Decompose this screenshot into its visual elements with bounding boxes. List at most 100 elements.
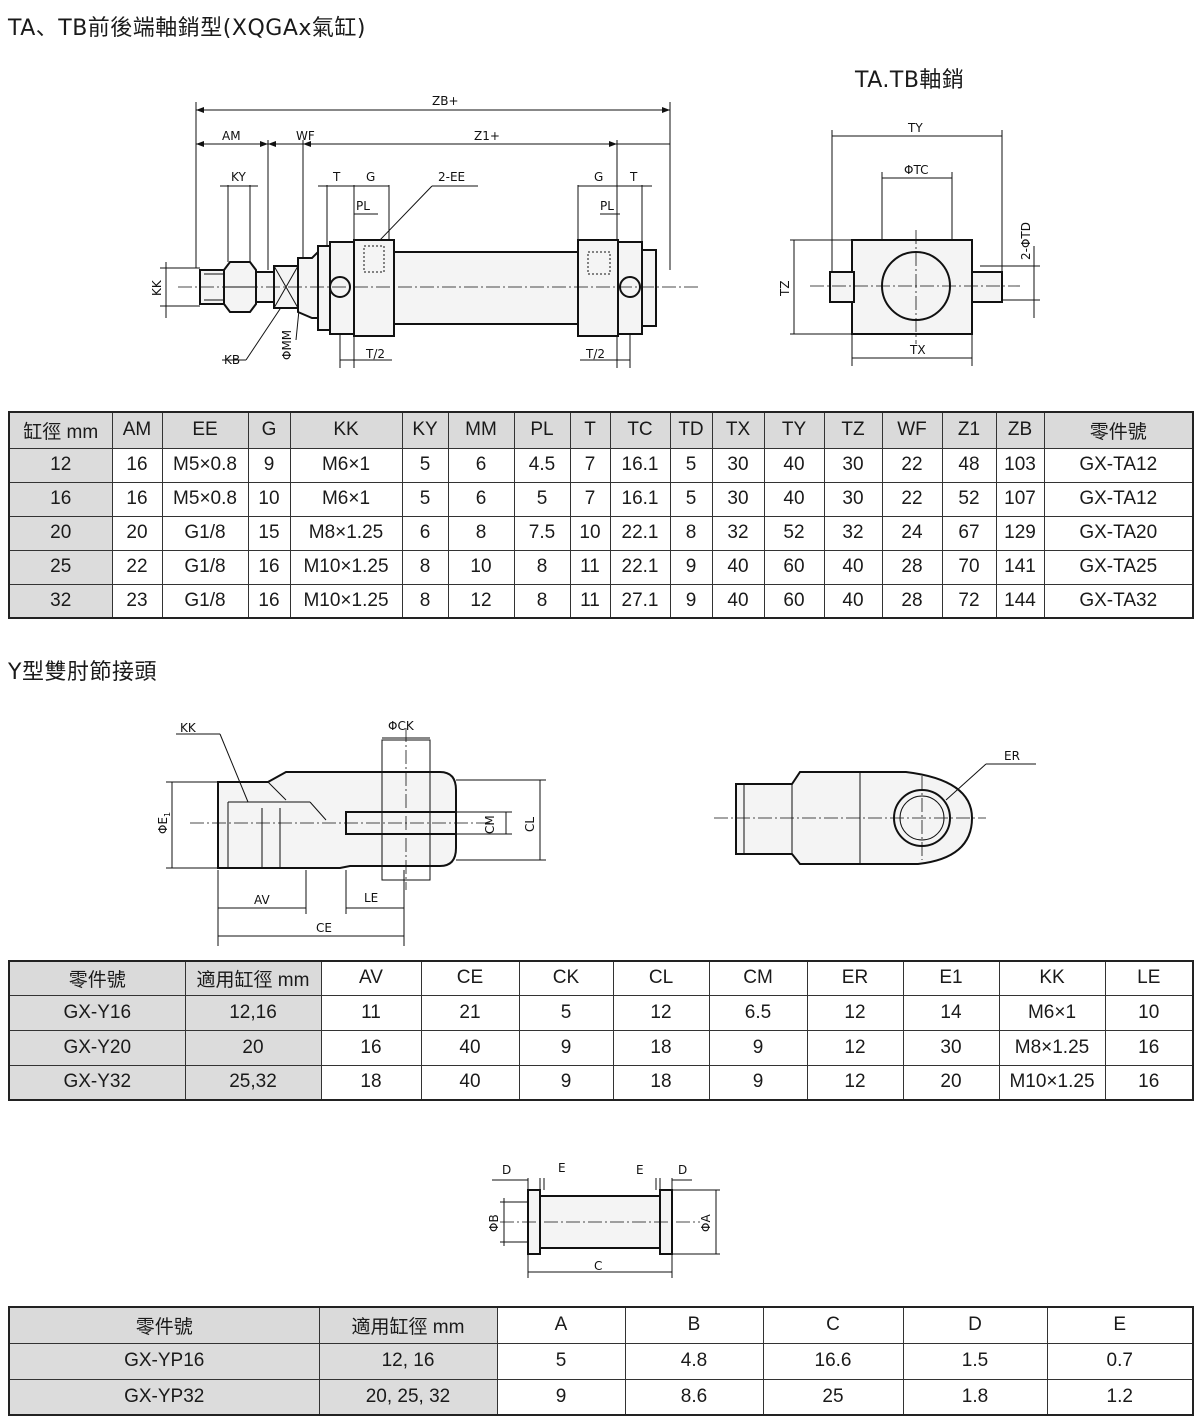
- dim-wf: WF: [296, 129, 315, 143]
- table-cell: 144: [995, 583, 1045, 619]
- pin-yp-drawing: D E E D ΦB ΦA C: [487, 1161, 720, 1278]
- table-cell: 7: [569, 447, 611, 483]
- table-header: C: [762, 1306, 904, 1344]
- table-cell: 27.1: [609, 583, 671, 619]
- table-cell: M8×1.25: [998, 1029, 1106, 1066]
- dim-kk-y: KK: [180, 721, 197, 735]
- table-header: 零件號: [1043, 411, 1194, 449]
- table-cell: 11: [569, 549, 611, 585]
- dim-pl-rear: PL: [600, 199, 614, 213]
- table-cell: 21: [420, 994, 520, 1031]
- table-cell: M10×1.25: [998, 1064, 1106, 1101]
- table-cell: 52: [763, 515, 825, 551]
- table-cell: 40: [420, 1029, 520, 1066]
- table-header: CL: [612, 960, 710, 996]
- table-header: ER: [806, 960, 904, 996]
- table-cell: 12: [447, 583, 515, 619]
- table-header: 適用缸徑 mm: [318, 1306, 498, 1344]
- table-header: CM: [708, 960, 808, 996]
- dim-d-left: D: [502, 1163, 511, 1177]
- table-cell: 103: [995, 447, 1045, 483]
- table-cell: 16: [247, 583, 291, 619]
- dim-g-front: G: [366, 170, 375, 184]
- table-cell: 9: [247, 447, 291, 483]
- dim-e-left: E: [558, 1161, 566, 1175]
- ta-tb-spec-table: 缸徑 mm AM EE G KK KY MM PL T TC TD TX TY …: [8, 411, 1194, 619]
- table-header: ZB: [995, 411, 1045, 449]
- table-cell: 1.5: [902, 1342, 1048, 1380]
- pin-title: TA.TB軸銷: [855, 68, 965, 93]
- table-cell: M8×1.25: [289, 515, 403, 551]
- table-header: TZ: [823, 411, 883, 449]
- table-cell: 16: [1104, 1064, 1194, 1101]
- table-cell: 18: [320, 1064, 422, 1101]
- table-cell: 15: [247, 515, 291, 551]
- table-cell: M5×0.8: [161, 481, 249, 517]
- table-header: G: [247, 411, 291, 449]
- dim-t2-front: T/2: [365, 347, 385, 361]
- table-cell: 10: [569, 515, 611, 551]
- table-header: D: [902, 1306, 1048, 1344]
- dim-ky: KY: [231, 170, 246, 184]
- table-header: A: [496, 1306, 626, 1344]
- table-cell: 9: [708, 1064, 808, 1101]
- pin-yp-spec-table: 零件號 適用缸徑 mm A B C D E GX-YP16 12, 16 5 4…: [8, 1306, 1194, 1416]
- table-cell: 28: [881, 583, 943, 619]
- table-cell: 141: [995, 549, 1045, 585]
- table-cell: 24: [881, 515, 943, 551]
- table-cell: 25: [762, 1378, 904, 1416]
- table-header: AV: [320, 960, 422, 996]
- y-joint-top-drawing: ER: [714, 749, 1036, 865]
- table-cell: 1.2: [1046, 1378, 1194, 1416]
- table-cell: 107: [995, 481, 1045, 517]
- dim-a: ΦA: [699, 1214, 713, 1232]
- table-row: 32 23 G1/8 16 M10×1.25 8 12 8 11 27.1 9 …: [8, 583, 1194, 619]
- table-header: KK: [998, 960, 1106, 996]
- table-cell: 5: [669, 447, 713, 483]
- dim-am: AM: [222, 129, 241, 143]
- table-cell: 5: [401, 481, 449, 517]
- table-cell: 9: [496, 1378, 626, 1416]
- dim-c: C: [594, 1259, 602, 1273]
- dim-t-front: T: [332, 170, 341, 184]
- dim-tz: TZ: [778, 280, 792, 297]
- dim-le: LE: [364, 891, 378, 905]
- table-cell: M10×1.25: [289, 549, 403, 585]
- dim-mm: ΦMM: [280, 330, 294, 360]
- table-cell: 30: [711, 447, 765, 483]
- table-header: EE: [161, 411, 249, 449]
- table-cell: 16.6: [762, 1342, 904, 1380]
- table-cell: 9: [518, 1064, 614, 1101]
- table-cell: 12,16: [184, 994, 322, 1031]
- table-cell: 8: [401, 583, 449, 619]
- table-row: GX-YP16 12, 16 5 4.8 16.6 1.5 0.7: [8, 1342, 1194, 1380]
- table-header: E: [1046, 1306, 1194, 1344]
- table-header: MM: [447, 411, 515, 449]
- table-cell: 16: [111, 447, 163, 483]
- table-cell: M5×0.8: [161, 447, 249, 483]
- table-cell: 4.5: [513, 447, 571, 483]
- table-cell: 25,32: [184, 1064, 322, 1101]
- table-row: GX-Y32 25,32 18 40 9 18 9 12 20 M10×1.25…: [8, 1064, 1194, 1101]
- table-cell: 9: [708, 1029, 808, 1066]
- table-cell: 40: [420, 1064, 520, 1101]
- table-cell: 11: [569, 583, 611, 619]
- dim-cm: CM: [483, 815, 497, 834]
- table-header: 缸徑 mm: [8, 411, 113, 449]
- table-cell: 22.1: [609, 515, 671, 551]
- table-cell: 72: [941, 583, 997, 619]
- table-row: GX-Y16 12,16 11 21 5 12 6.5 12 14 M6×1 1…: [8, 994, 1194, 1031]
- table-cell: 5: [513, 481, 571, 517]
- table-cell: 28: [881, 549, 943, 585]
- table-cell: 129: [995, 515, 1045, 551]
- table-cell: 9: [669, 549, 713, 585]
- section-title-y-joint: Y型雙肘節接頭: [8, 660, 157, 685]
- table-row: 25 22 G1/8 16 M10×1.25 8 10 8 11 22.1 9 …: [8, 549, 1194, 585]
- table-cell: M6×1: [998, 994, 1106, 1031]
- dim-e-right: E: [636, 1163, 644, 1177]
- cylinder-side-drawing: ZB+ AM WF Z1+ KY T G 2-EE PL G T PL KK K…: [150, 94, 700, 368]
- table-cell: GX-TA12: [1043, 481, 1194, 517]
- table-cell: GX-TA32: [1043, 583, 1194, 619]
- table-header: KY: [401, 411, 449, 449]
- table-cell: 16: [247, 549, 291, 585]
